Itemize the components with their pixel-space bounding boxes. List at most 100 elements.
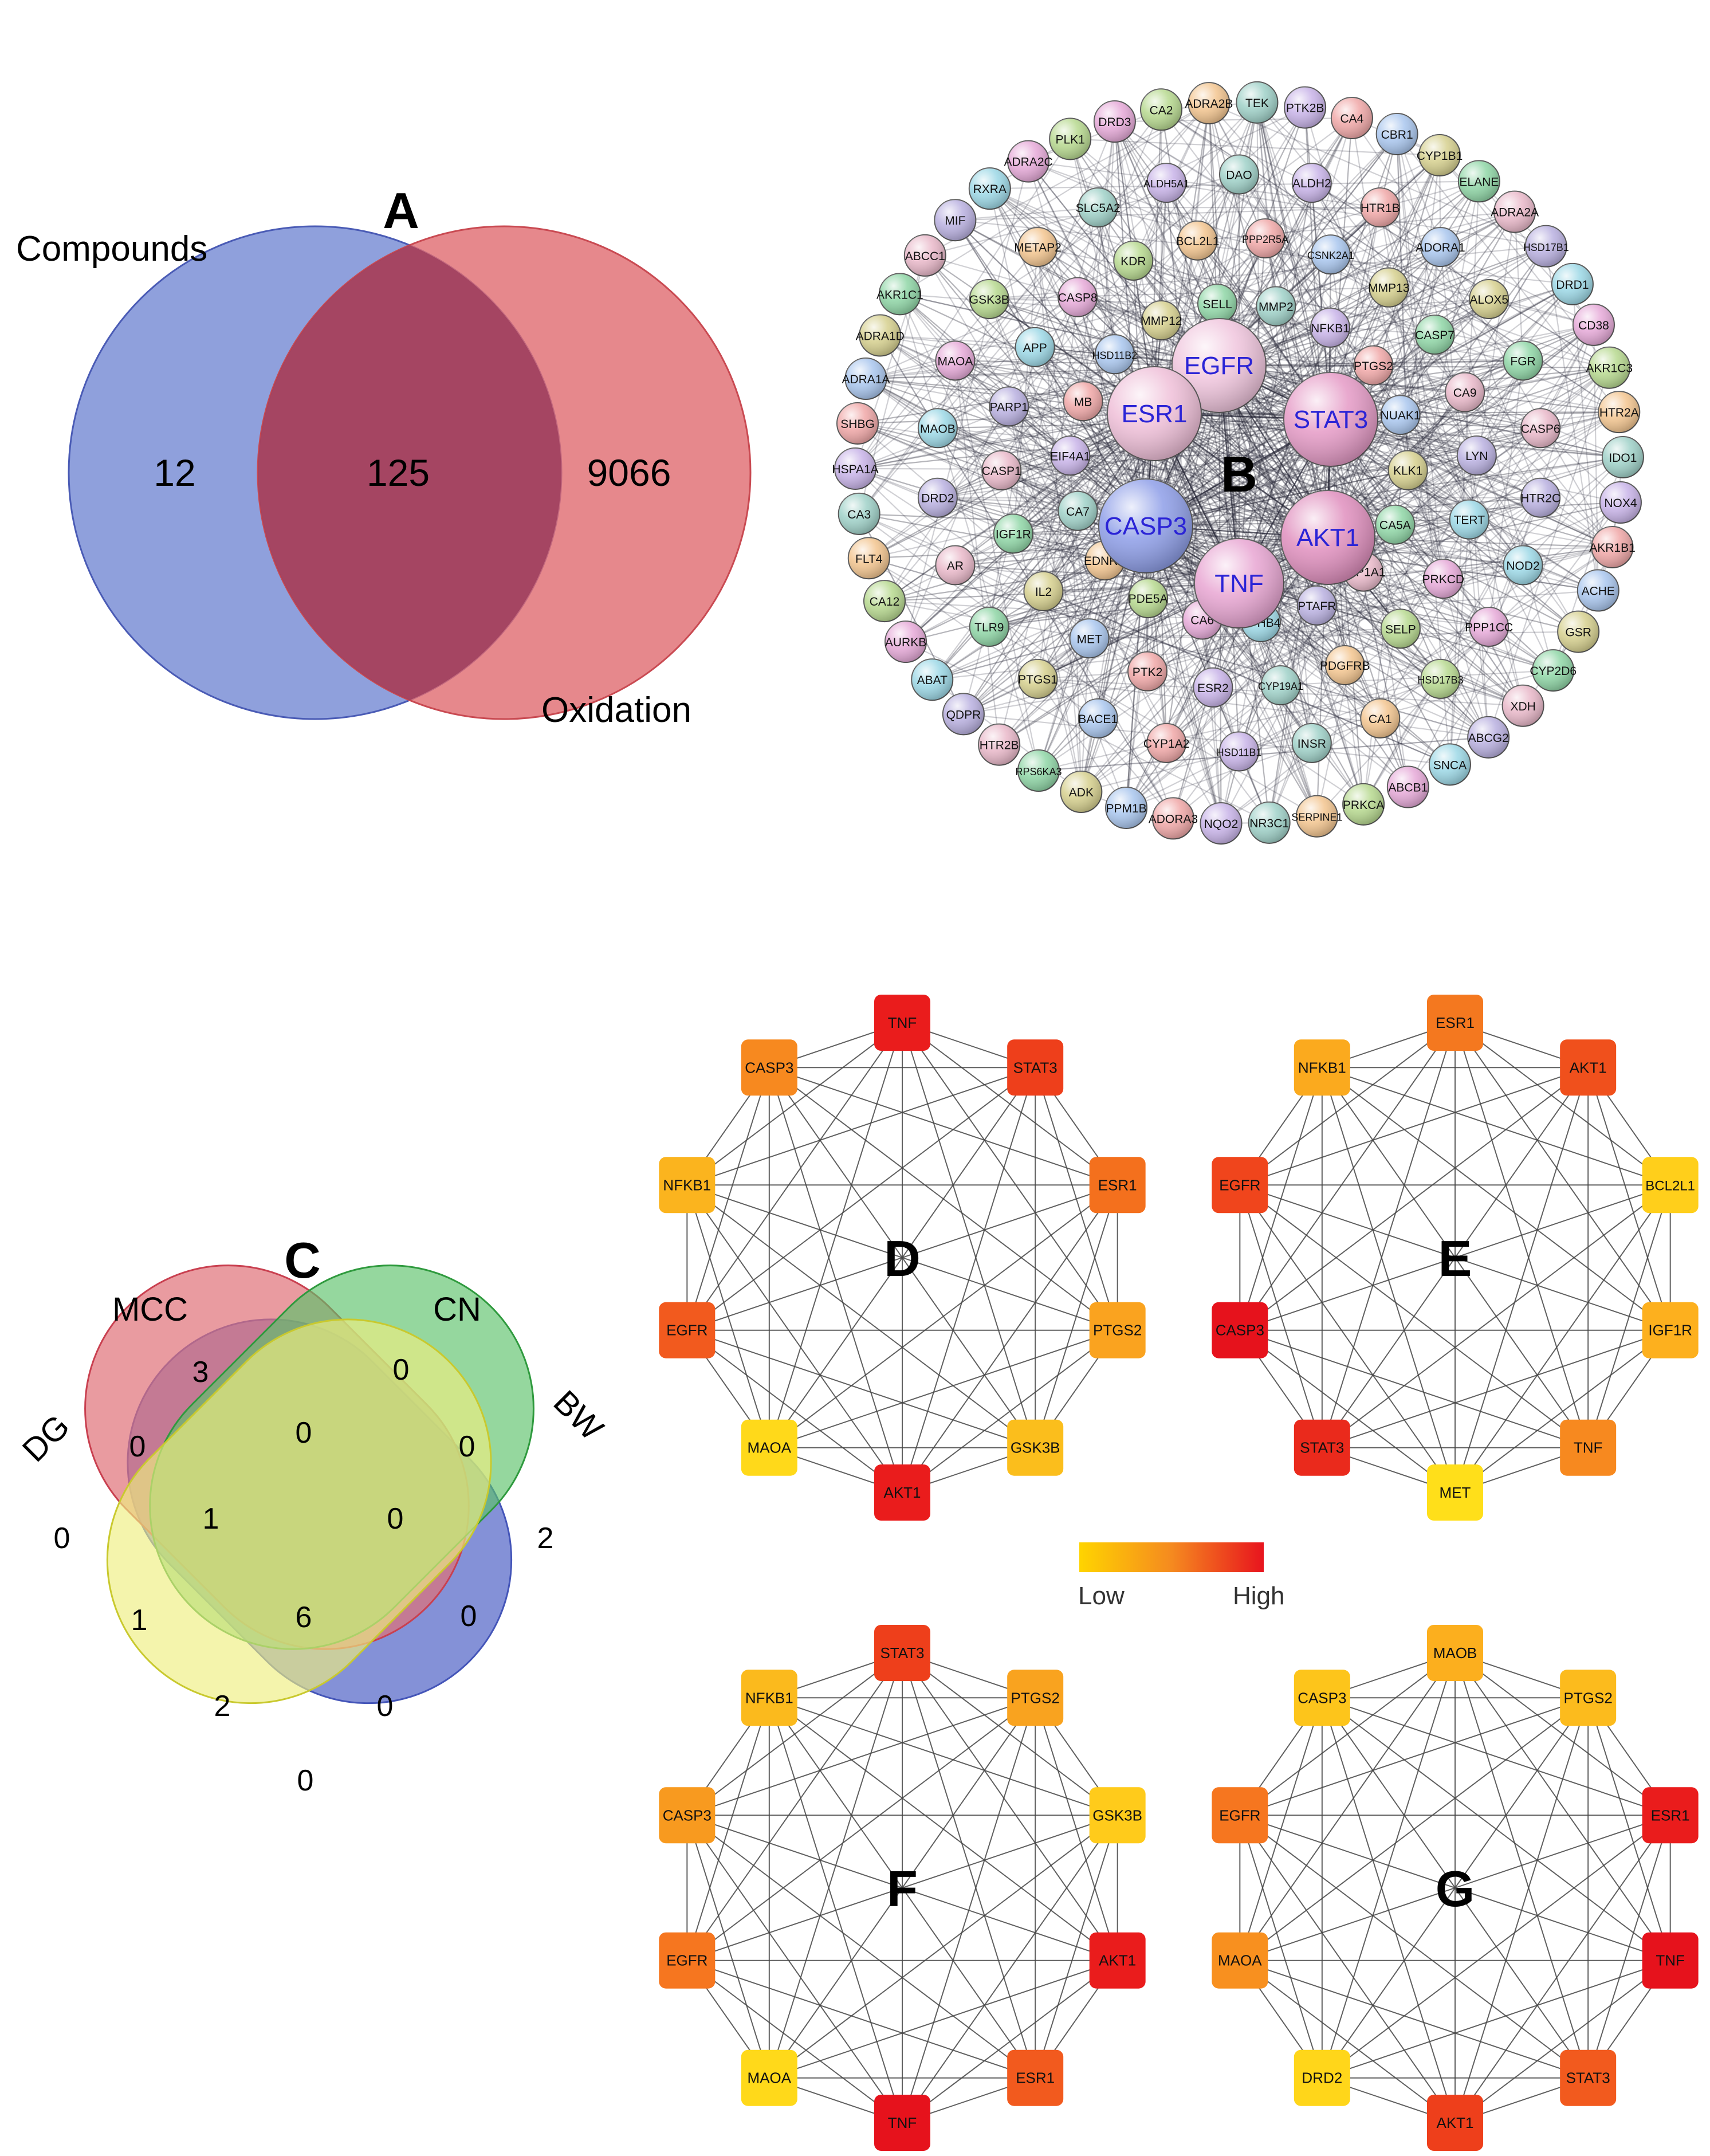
ppi-node-htr2b: HTR2B — [978, 723, 1021, 766]
ppi-edge — [855, 413, 1155, 470]
ppi-node-casp6: CASP6 — [1520, 408, 1561, 449]
hub-node-box — [659, 1932, 716, 1989]
ppi-node-label: ABCG2 — [1468, 732, 1509, 745]
venn-c-count-dg-mcc: 0 — [129, 1430, 146, 1463]
ppi-node-egfr: EGFR — [1172, 318, 1267, 413]
ppi-node-shine — [1284, 372, 1378, 466]
ppi-edge — [899, 293, 1220, 367]
ppi-edge — [1153, 413, 1167, 743]
ppi-node-shine — [845, 358, 887, 400]
hub-network-g: GMAOBPTGS2ESR1TNFSTAT3AKT1DRD2MAOAEGFRCA… — [1212, 1625, 1699, 2151]
ppi-node-shine — [934, 199, 976, 241]
hub-node-box — [1089, 1157, 1146, 1214]
ppi-edge — [999, 419, 1331, 745]
ppi-node-shine — [1129, 579, 1168, 618]
ppi-edge — [937, 427, 1599, 591]
hub-node-egfr: EGFR — [659, 1932, 716, 1989]
ppi-node-shine — [1503, 341, 1543, 380]
ppi-edge — [1379, 207, 1524, 362]
ppi-edge — [1522, 457, 1623, 566]
ppi-node-cbr1: CBR1 — [1375, 112, 1418, 155]
ppi-edge — [1126, 519, 1470, 808]
hub-node-tnf: TNF — [1560, 1419, 1617, 1476]
ppi-edge — [1488, 360, 1524, 627]
ppi-node-shine — [1107, 367, 1201, 461]
ppi-edge — [962, 413, 1155, 714]
hub-edge — [1321, 1067, 1456, 1493]
ppi-node-shine — [1598, 391, 1640, 433]
hub-node-casp3: CASP3 — [659, 1787, 716, 1844]
hub-edge — [1239, 1184, 1589, 1448]
hub-node-label: MAOA — [748, 1439, 792, 1456]
ppi-edge — [954, 219, 1146, 527]
hub-node-box — [741, 2049, 797, 2106]
ppi-edge — [857, 422, 1071, 457]
ppi-edge — [1400, 414, 1541, 429]
ppi-node-aurkb: AURKB — [885, 621, 927, 663]
ppi-edge — [963, 713, 1450, 765]
ppi-node-label: ADORA1 — [1416, 241, 1465, 254]
ppi-node-shine — [835, 447, 876, 489]
hub-edge — [1240, 1697, 1589, 1816]
ppi-node-mmp13: MMP13 — [1368, 267, 1410, 308]
ppi-node-label: HSD17B1 — [1523, 242, 1569, 253]
ppi-edge — [1449, 519, 1470, 765]
ppi-edge — [954, 296, 1078, 362]
ppi-edge — [1043, 536, 1328, 592]
ppi-node-shine — [1468, 716, 1509, 758]
ppi-edge — [1001, 469, 1346, 666]
ppi-node-label: ABCC1 — [905, 250, 945, 263]
ppi-node-label: FGR — [1510, 355, 1535, 368]
hub-node-label: TNF — [888, 2114, 917, 2131]
hub-node-box — [874, 2095, 930, 2151]
ppi-node-adra2b: ADRA2B — [1185, 82, 1233, 125]
ppi-node-klk1: KLK1 — [1387, 450, 1428, 490]
ppi-node-mif: MIF — [934, 199, 977, 242]
ppi-edge — [1070, 138, 1218, 304]
hub-edge — [1240, 1067, 1589, 1186]
ppi-edge — [1201, 117, 1353, 620]
ppi-edge — [1396, 133, 1444, 579]
hub-node-casp3: CASP3 — [1212, 1302, 1268, 1358]
ppi-edge — [1327, 246, 1441, 538]
hub-edge — [902, 1815, 1118, 2123]
ppi-edge — [855, 418, 1331, 470]
hub-node-box — [1294, 2049, 1350, 2106]
ppi-edge — [855, 468, 956, 566]
ppi-edge — [931, 299, 1489, 681]
ppi-edge — [931, 413, 1155, 680]
ppi-node-nqo2: NQO2 — [1200, 802, 1243, 845]
ppi-node-shine — [1381, 609, 1420, 649]
ppi-edge — [1114, 121, 1134, 261]
color-legend: Low High — [1078, 1542, 1285, 1610]
ppi-node-label: GSK3B — [969, 293, 1009, 307]
ppi-node-qdpr: QDPR — [942, 693, 985, 736]
legend-low-label: Low — [1078, 1582, 1125, 1610]
ppi-node-label: PLK1 — [1055, 133, 1084, 146]
ppi-edge — [1001, 469, 1346, 666]
ppi-edge — [1145, 183, 1167, 527]
ppi-node-shine — [1178, 221, 1217, 260]
ppi-edge — [1396, 133, 1620, 413]
hub-node-box — [1560, 2049, 1617, 2106]
hub-node-box — [874, 995, 930, 1051]
ppi-node-label: EIF4A1 — [1050, 450, 1090, 463]
hub-edge — [769, 1067, 1036, 1448]
ppi-edge — [1220, 254, 1332, 824]
ppi-node-gsk3b: GSK3B — [969, 278, 1009, 319]
ppi-node-label: ADRA2A — [1491, 206, 1539, 219]
ppi-node-shine — [1325, 646, 1365, 685]
hub-edge — [1322, 1697, 1670, 1816]
hub-node-box — [1560, 1039, 1617, 1096]
ppi-node-label: QDPR — [946, 708, 981, 721]
ppi-edge — [1239, 582, 1524, 706]
ppi-edge — [1256, 102, 1524, 362]
ppi-node-shine — [1458, 160, 1500, 202]
ppi-edge — [963, 546, 1613, 715]
hub-node-esr1: ESR1 — [1007, 2049, 1064, 2106]
ppi-node-label: MMP12 — [1141, 315, 1182, 328]
panel-c-letter: C — [284, 1232, 321, 1289]
ppi-node-shine — [918, 478, 957, 517]
ppi-node-shine — [1311, 235, 1350, 274]
ppi-edge — [1316, 626, 1489, 817]
